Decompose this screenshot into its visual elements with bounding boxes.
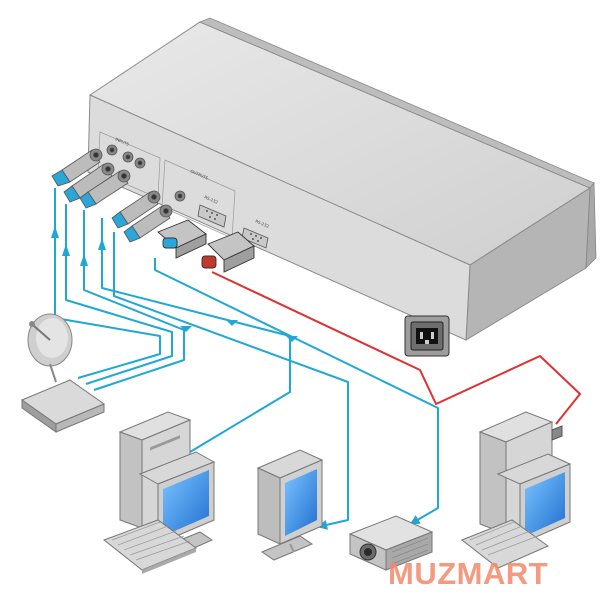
monitor-icon (256, 449, 324, 561)
cable-projector (154, 258, 439, 525)
watermark-text: MUZMART (388, 556, 549, 591)
receiver-icon (20, 379, 106, 433)
power-inlet-icon (404, 315, 450, 357)
switcher-unit: INPUTS OUTPUTS RS-232 RS-232 (87, 17, 597, 357)
flow-arrows (51, 226, 298, 342)
bnc-connector-1 (51, 148, 103, 187)
unit-rear-panel (87, 94, 471, 341)
serial-cable (211, 271, 581, 425)
cable-input-2 (65, 204, 173, 385)
bnc-connector-2 (63, 162, 115, 203)
satellite-dish-icon (27, 313, 73, 383)
rs232-port-panel (241, 227, 269, 249)
bnc-connector-4 (111, 190, 161, 229)
vga-port-panel (197, 204, 227, 228)
rs232-connector-plug (201, 231, 255, 273)
computer-icon (102, 411, 216, 574)
bnc-connector-5 (123, 204, 173, 243)
inputs-label: INPUTS (115, 136, 131, 147)
rs232-label-b: RS-232 (255, 218, 271, 229)
rs232-label-a: RS-232 (204, 194, 220, 205)
cable-input-1 (54, 188, 161, 379)
cable-monitor (113, 232, 349, 530)
computer-icon-right (461, 411, 572, 569)
bnc-output-connectors (111, 190, 186, 243)
bnc-connector-3 (79, 169, 131, 209)
bnc-input-connectors (51, 144, 146, 209)
cable-computer (101, 218, 291, 453)
vga-connector-plug (157, 219, 207, 259)
projector-icon (348, 515, 434, 571)
